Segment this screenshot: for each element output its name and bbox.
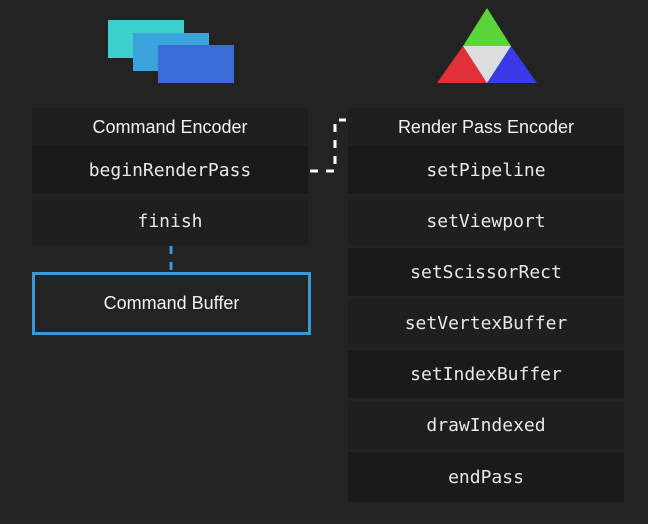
render-pass-connector: [310, 118, 346, 173]
method-begin-render-pass[interactable]: beginRenderPass: [32, 146, 308, 194]
method-end-pass[interactable]: endPass: [348, 452, 624, 502]
command-encoder-title: Command Encoder: [32, 108, 308, 146]
method-set-index-buffer[interactable]: setIndexBuffer: [348, 350, 624, 398]
render-pass-encoder-title: Render Pass Encoder: [348, 108, 624, 146]
method-draw-indexed[interactable]: drawIndexed: [348, 401, 624, 449]
method-set-viewport[interactable]: setViewport: [348, 197, 624, 245]
method-set-pipeline[interactable]: setPipeline: [348, 146, 624, 194]
method-finish[interactable]: finish: [32, 197, 308, 246]
rgb-triangle-icon: [437, 8, 537, 83]
render-pass-encoder-panel: Render Pass Encoder setPipeline setViewp…: [348, 108, 624, 502]
command-encoder-panel: Command Encoder beginRenderPass finish: [32, 108, 308, 246]
method-set-scissor-rect[interactable]: setScissorRect: [348, 248, 624, 296]
method-set-vertex-buffer[interactable]: setVertexBuffer: [348, 299, 624, 347]
command-buffers-stack-icon: [108, 20, 234, 83]
command-buffer-box[interactable]: Command Buffer: [32, 272, 311, 335]
